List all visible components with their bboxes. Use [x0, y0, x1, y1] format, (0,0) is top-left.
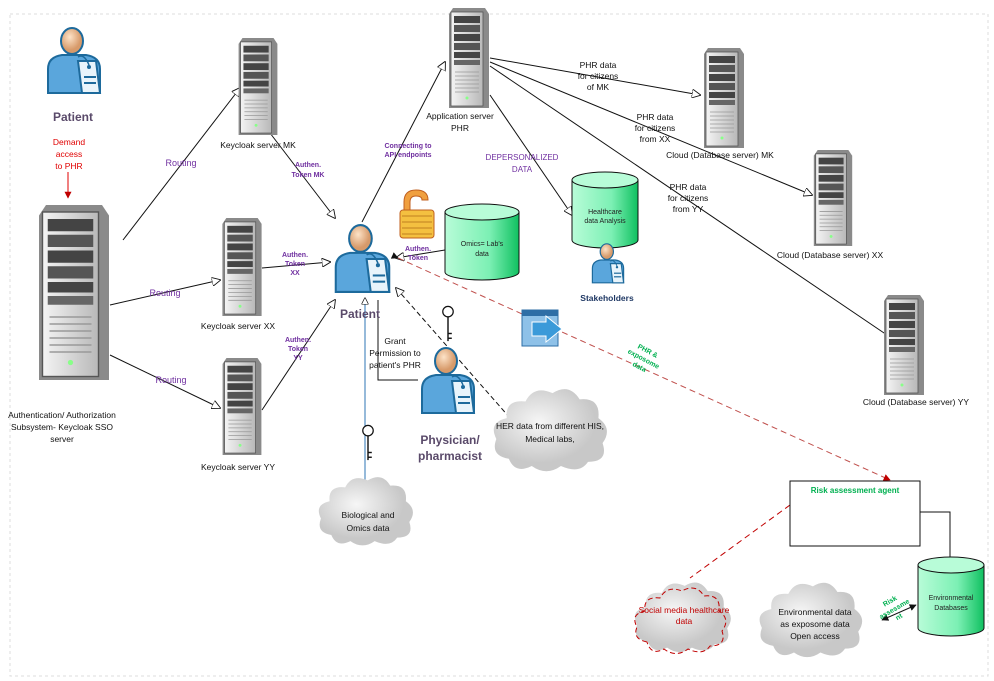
keycloak-mk-label: Keycloak server MK	[220, 140, 296, 150]
token-mk-line	[269, 132, 335, 218]
token-xx-line	[261, 262, 330, 269]
social-media-line	[689, 504, 791, 579]
depersonalized-line	[489, 94, 572, 215]
risk-assessment-agent-box	[789, 480, 921, 547]
physician-label: Physician/pharmacist	[418, 433, 482, 463]
risk-env-line	[920, 511, 951, 558]
risk-agent-label: Risk assessment agent	[811, 486, 900, 495]
connections	[64, 57, 951, 621]
keycloak-xx-icon	[222, 218, 262, 316]
token-yy-line	[261, 300, 335, 411]
routing-mk-line	[122, 88, 240, 241]
cloud-xx-label: Cloud (Database server) XX	[777, 250, 884, 260]
sso-server-icon	[37, 205, 111, 380]
keycloak-mk-icon	[238, 38, 278, 135]
routing-xx-line	[109, 280, 220, 306]
routing-label-mk: Routing	[165, 158, 196, 168]
key-icon-her	[442, 305, 454, 342]
diagram-border	[9, 13, 989, 677]
her-data-label: HER data from different HIS,Medical labs…	[496, 421, 604, 444]
keycloak-yy-label: Keycloak server YY	[201, 462, 275, 472]
omics-token-label: Authen.Token	[405, 246, 431, 262]
social-media-cloud	[634, 582, 731, 654]
cloud-mk-server-icon	[703, 48, 745, 148]
api-connection-line	[361, 62, 445, 223]
data-transfer-icon	[521, 309, 563, 347]
stakeholders-icon	[591, 243, 625, 284]
routing-yy-line	[109, 354, 220, 408]
token-mk-label: Authen.Token MK	[292, 162, 325, 179]
cloud-xx-server-icon	[813, 150, 853, 246]
phr-xx-line	[489, 61, 812, 195]
risk-assessment-label: Riskassessment	[874, 590, 916, 628]
phr-exposome-label: PHR &exposomedata	[622, 340, 664, 378]
patient-top-icon	[46, 26, 102, 95]
routing-label-xx: Routing	[149, 288, 180, 298]
patient-top-label: Patient	[53, 110, 93, 124]
cloud-mk-label: Cloud (Database server) MK	[666, 150, 774, 160]
risk-assessment-arrow	[881, 604, 917, 621]
routing-label-yy: Routing	[155, 375, 186, 385]
cloud-yy-label: Cloud (Database server) YY	[863, 397, 969, 407]
padlock-icon	[399, 189, 435, 239]
stakeholders-label: Stakeholders	[580, 293, 634, 303]
patient-center-icon	[334, 224, 391, 294]
keycloak-yy-icon	[222, 358, 262, 455]
patient-center-label: Patient	[340, 307, 380, 321]
cloud-yy-server-icon	[883, 295, 925, 395]
keycloak-xx-label: Keycloak server XX	[201, 321, 275, 331]
phr-mk-line	[489, 57, 700, 95]
physician-icon	[421, 347, 475, 414]
key-icon-bio	[362, 424, 374, 461]
app-server-icon	[448, 8, 490, 108]
